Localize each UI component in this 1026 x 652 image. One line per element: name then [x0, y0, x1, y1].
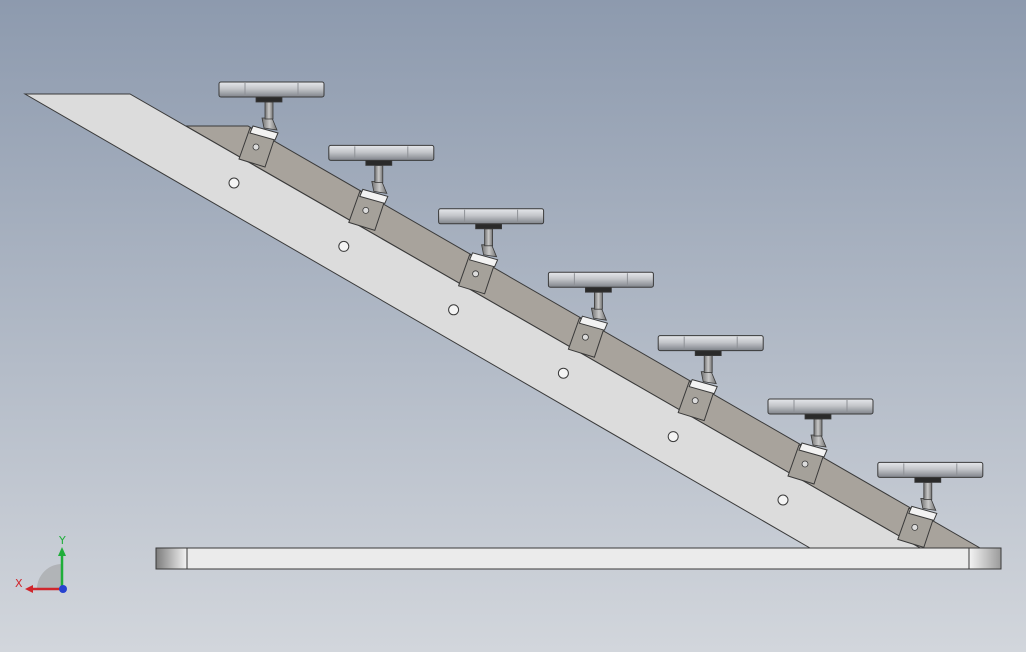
step-clamp: [908, 505, 938, 521]
step-post-cap: [694, 350, 722, 357]
stringer-hole: [228, 177, 240, 189]
step-post: [703, 355, 713, 374]
triad-y-label: Y: [58, 534, 66, 547]
step-clamp: [468, 252, 499, 268]
stringer-hole: [448, 304, 460, 316]
step-tread: [877, 461, 984, 478]
bracket-bolt: [362, 207, 370, 214]
step-tread: [547, 271, 654, 288]
triad-y-arrow-icon: [58, 547, 66, 556]
step-post-cap: [914, 476, 942, 483]
bracket-bolt: [252, 143, 260, 151]
stair-step[interactable]: [657, 335, 764, 422]
base-plate-left-end: [155, 547, 188, 570]
stringer-hole: [557, 367, 569, 379]
triad-quarter-disc: [37, 564, 62, 589]
triad-x-arrow-icon: [25, 585, 33, 593]
step-tread: [438, 208, 545, 225]
step-post-cap: [475, 223, 503, 230]
step-post-cap: [255, 96, 283, 103]
step-post: [264, 101, 274, 120]
stair-step[interactable]: [767, 398, 874, 485]
orientation-triad[interactable]: X Y: [15, 534, 67, 593]
step-tread: [328, 144, 435, 161]
step-post: [923, 481, 933, 500]
stringer-side-face: [23, 93, 922, 549]
stair-step[interactable]: [877, 461, 984, 549]
step-clamp: [359, 188, 389, 204]
step-tread: [767, 398, 874, 415]
triad-x-label: X: [15, 577, 23, 590]
step-post: [813, 418, 823, 437]
step-clamp: [798, 442, 828, 458]
step-clamp: [249, 125, 279, 141]
base-plate-right-end: [968, 547, 1002, 570]
stringer-hole: [338, 240, 350, 252]
stringer-hole: [667, 431, 679, 443]
stair-step[interactable]: [438, 208, 545, 295]
triad-z-axis-icon: [59, 585, 67, 593]
step-tread: [218, 81, 325, 98]
stair-step[interactable]: [547, 271, 654, 358]
stringer-hole: [777, 494, 789, 506]
stair-model[interactable]: [23, 81, 1002, 570]
step-post-cap: [365, 160, 393, 166]
step-post-cap: [584, 286, 612, 293]
bracket-bolt: [691, 397, 699, 405]
step-tread: [657, 335, 764, 352]
bracket-bolt: [801, 460, 809, 468]
step-post: [484, 228, 494, 247]
bracket-bolt: [911, 523, 919, 531]
step-clamp: [578, 315, 609, 331]
bracket-bolt: [581, 333, 589, 341]
stair-step[interactable]: [328, 144, 435, 232]
base-plate: [155, 547, 1002, 570]
bracket-bolt: [472, 270, 480, 278]
step-clamp: [688, 379, 718, 395]
step-post: [593, 291, 603, 310]
stair-step[interactable]: [218, 81, 325, 168]
step-post-cap: [804, 413, 832, 420]
step-post: [374, 165, 384, 183]
